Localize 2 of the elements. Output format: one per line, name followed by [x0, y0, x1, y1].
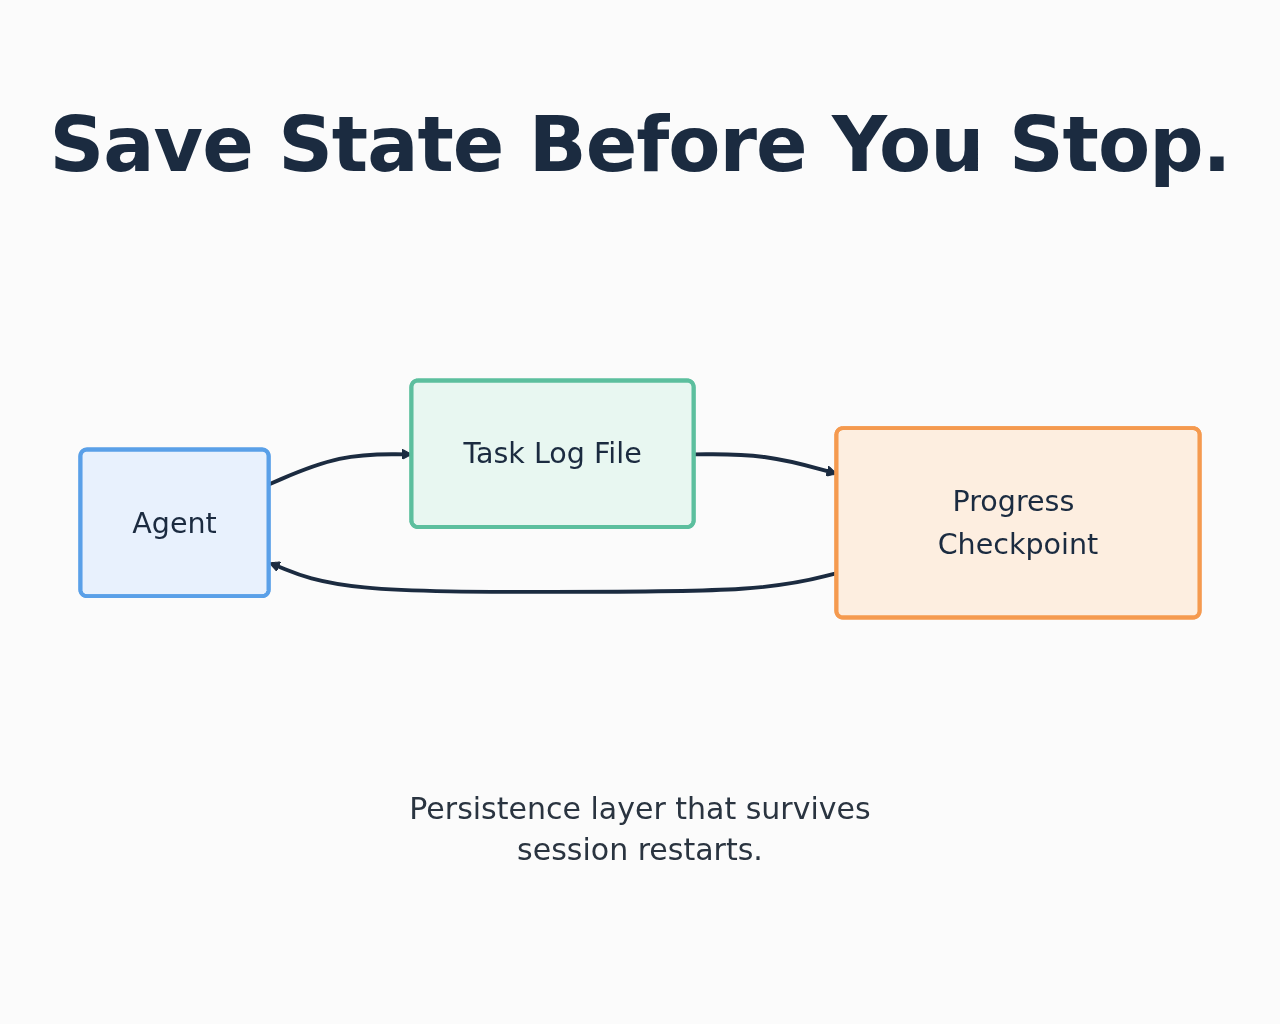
title: Save State Before You Stop.	[49, 100, 1231, 189]
caption: Persistence layer that survives session restarts.	[408, 790, 872, 869]
